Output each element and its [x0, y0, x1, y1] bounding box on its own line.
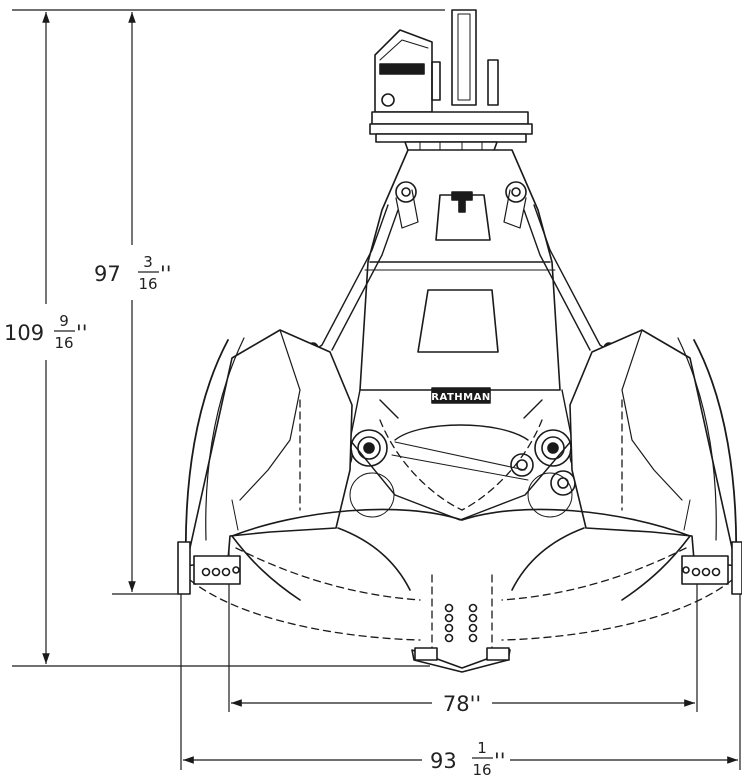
- overall-width-denominator: 16: [472, 761, 491, 779]
- dimension-lines: [12, 9, 741, 770]
- overall-width-whole: 93: [430, 749, 457, 773]
- overall-height-unit: '': [76, 321, 88, 345]
- body-height-denominator: 16: [138, 275, 157, 293]
- body-height-whole: 97: [94, 262, 121, 286]
- dimension-label-overall-height: 109 9 16 '': [4, 312, 88, 352]
- right-shell: [569, 329, 742, 595]
- dimension-label-overall-width: 93 1 16 '': [430, 739, 506, 779]
- overall-width-numerator: 1: [477, 739, 487, 757]
- grapple-body: [359, 149, 561, 391]
- bucket-dashed-outlines: [189, 399, 733, 659]
- nameplate-plate: [431, 387, 491, 404]
- left-shell: [177, 329, 353, 595]
- overall-height-whole: 109: [4, 321, 44, 345]
- dimension-label-body-height: 97 3 16 '': [94, 253, 172, 293]
- nameplate-text: RATHMAN: [431, 392, 490, 403]
- overall-height-numerator: 9: [59, 312, 69, 330]
- bucket-inner-solid: [231, 508, 691, 601]
- body-height-numerator: 3: [143, 253, 153, 271]
- grapple-outline: [177, 9, 742, 673]
- rotator-assembly: [369, 9, 533, 157]
- overall-width-unit: '': [494, 749, 506, 773]
- body-height-unit: '': [160, 262, 172, 286]
- overall-height-denominator: 16: [54, 334, 73, 352]
- inner-width-label: 78'': [443, 692, 481, 716]
- bucket-tip: [411, 603, 511, 673]
